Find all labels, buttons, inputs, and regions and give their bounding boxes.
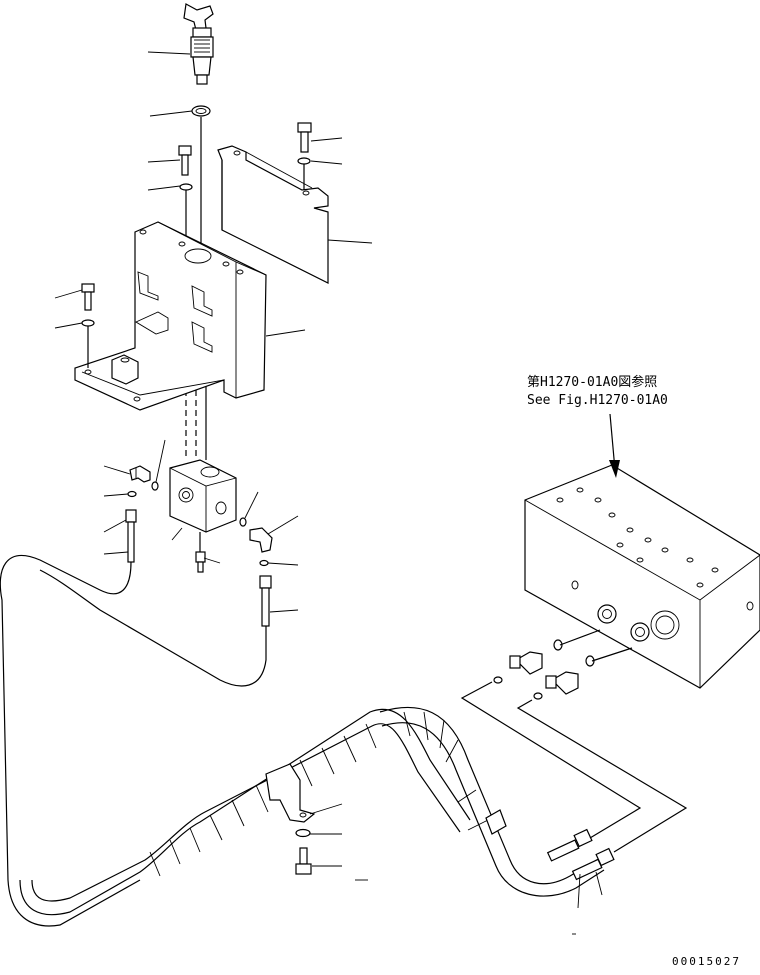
wrapped-hose [19,708,471,916]
o-ring [151,481,159,491]
hose-fitting [546,828,615,881]
shutoff-valve [183,3,214,85]
o-ring [493,676,503,684]
washer [295,828,311,838]
cover-plate [217,145,329,284]
reference-note-jp: 第H1270-01A0図参照 [527,374,657,390]
bolt [178,145,192,176]
o-ring [127,490,137,498]
bolt [81,283,95,311]
o-ring [585,655,595,667]
washer [179,183,193,191]
hose-left [0,509,141,927]
o-ring [553,639,563,651]
hose-middle [39,569,272,687]
o-ring [239,517,247,527]
straight-fitting [509,651,543,675]
plug [195,532,206,573]
valve-block [169,459,237,533]
bolt [295,847,312,875]
o-ring [533,692,543,700]
figure-number: 00015027 [672,955,741,968]
o-ring [191,105,211,117]
elbow-fitting [129,465,151,483]
hose-right [379,706,605,897]
reference-note-en: See Fig.H1270-01A0 [527,393,668,408]
straight-fitting [545,671,579,695]
bracket [74,221,267,411]
control-valve [524,464,760,689]
bolt [297,122,312,153]
elbow-fitting [249,527,273,553]
washer [81,319,95,327]
o-ring [259,559,269,567]
leader-lines [54,51,603,935]
washer [297,157,311,165]
